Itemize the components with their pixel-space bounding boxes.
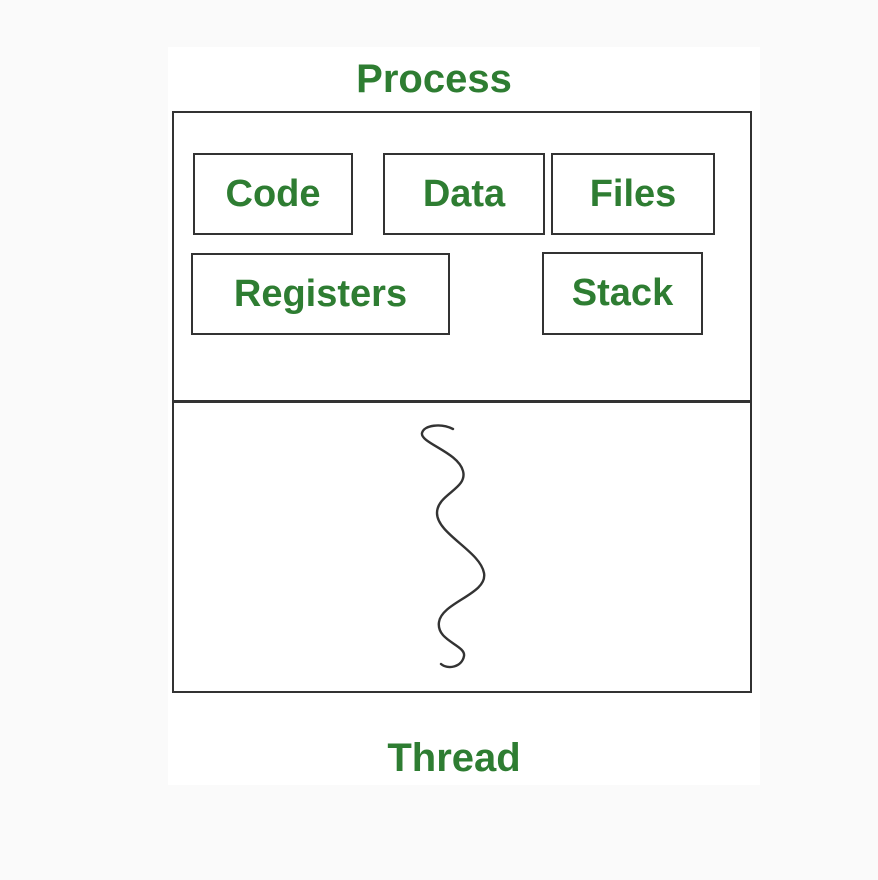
stack-label: Stack bbox=[571, 272, 674, 314]
registers-box: Registers bbox=[191, 253, 450, 335]
registers-label: Registers bbox=[233, 272, 408, 315]
diagram-card: Process Code Data Files Registers Stack bbox=[168, 47, 760, 785]
code-label: Code bbox=[225, 172, 321, 215]
stack-box: Stack bbox=[542, 252, 703, 335]
thread-squiggle-icon bbox=[420, 424, 486, 669]
process-title: Process bbox=[356, 57, 512, 101]
process-box: Code Data Files Registers Stack bbox=[172, 111, 752, 693]
code-box: Code bbox=[193, 153, 353, 235]
process-resources-section: Code Data Files Registers Stack bbox=[174, 113, 750, 403]
thread-label: Thread bbox=[387, 736, 521, 780]
files-box: Files bbox=[551, 153, 715, 235]
files-label: Files bbox=[589, 172, 677, 215]
data-box: Data bbox=[383, 153, 545, 235]
thread-section bbox=[174, 403, 750, 691]
data-label: Data bbox=[422, 172, 506, 215]
